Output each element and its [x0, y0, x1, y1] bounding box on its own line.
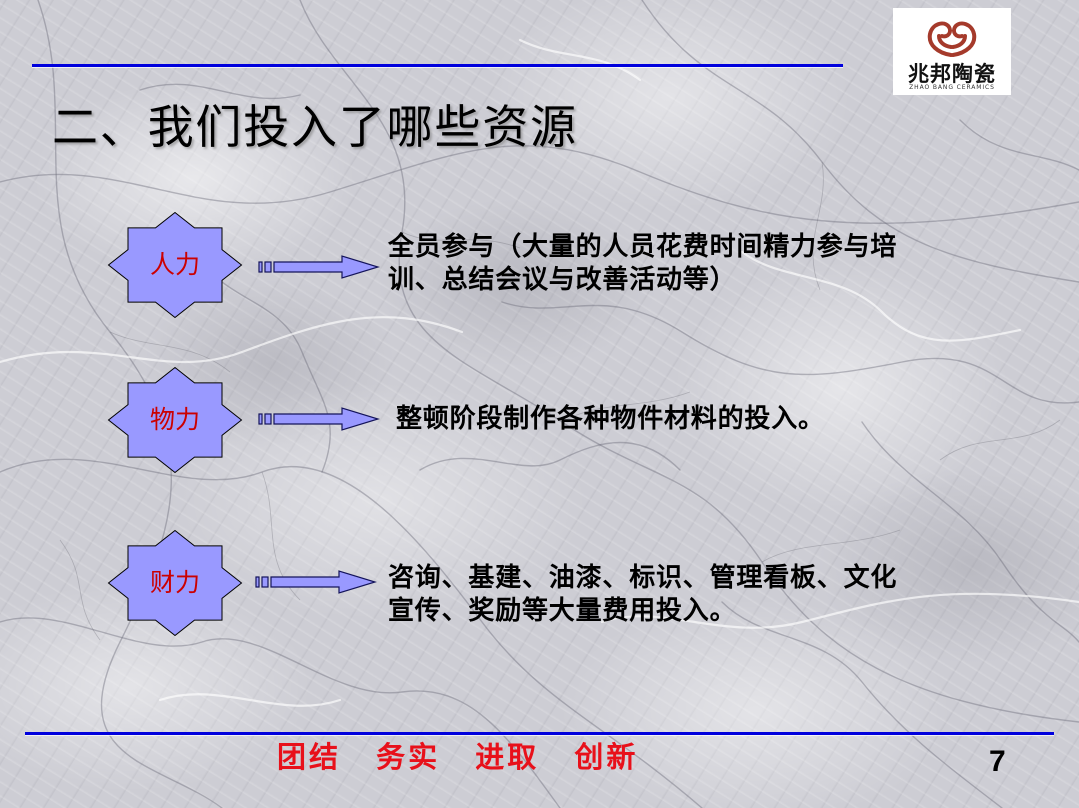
- slide-title: 二、我们投入了哪些资源: [52, 100, 578, 154]
- striped-right-arrow-icon: [255, 570, 377, 594]
- company-logo: 兆邦陶瓷 ZHAO BANG CERAMICS: [893, 8, 1011, 95]
- description-line: 宣传、奖励等大量费用投入。: [388, 596, 737, 626]
- eight-point-star-icon: [107, 366, 243, 474]
- star-label: 财力: [149, 568, 200, 597]
- footer-slogan: 团结 务实 进取 创新: [277, 740, 660, 774]
- slogan-word: 进取: [475, 740, 540, 774]
- header-rule: [32, 64, 843, 67]
- resource-description: 咨询、基建、油漆、标识、管理看板、文化 宣传、奖励等大量费用投入。: [388, 562, 897, 628]
- resource-row-financial: 财力 咨询、基建、油漆、标识、管理看板、文化 宣传、奖励等大量费用投入。: [0, 529, 1079, 639]
- logo-name-en: ZHAO BANG CERAMICS: [909, 84, 995, 91]
- page-number: 7: [989, 745, 1006, 778]
- resource-row-material: 物力 整顿阶段制作各种物件材料的投入。: [0, 366, 1079, 476]
- slogan-word: 团结: [277, 740, 342, 774]
- footer-rule: [25, 732, 1054, 735]
- star-badge: 人力: [107, 211, 243, 319]
- slogan-word: 创新: [574, 740, 639, 774]
- description-line: 全员参与（大量的人员花费时间精力参与培: [388, 232, 898, 262]
- eight-point-star-icon: [107, 211, 243, 319]
- striped-right-arrow-icon: [258, 255, 380, 279]
- star-badge: 物力: [107, 366, 243, 474]
- star-label: 人力: [149, 250, 200, 279]
- logo-name-cn: 兆邦陶瓷: [908, 62, 996, 86]
- logo-emblem-icon: [927, 21, 977, 57]
- star-label: 物力: [149, 405, 200, 434]
- resource-description: 全员参与（大量的人员花费时间精力参与培 训、总结会议与改善活动等）: [388, 231, 897, 297]
- description-line: 咨询、基建、油漆、标识、管理看板、文化: [388, 563, 898, 593]
- description-line: 训、总结会议与改善活动等）: [388, 265, 737, 295]
- striped-right-arrow-icon: [258, 407, 380, 431]
- star-badge: 财力: [107, 529, 243, 637]
- resource-row-human: 人力 全员参与（大量的人员花费时间精力参与培 训、总结会议与改善活动等）: [0, 211, 1079, 321]
- eight-point-star-icon: [107, 529, 243, 637]
- resource-description: 整顿阶段制作各种物件材料的投入。: [396, 403, 825, 436]
- slogan-word: 务实: [376, 740, 441, 774]
- description-line: 整顿阶段制作各种物件材料的投入。: [396, 404, 825, 434]
